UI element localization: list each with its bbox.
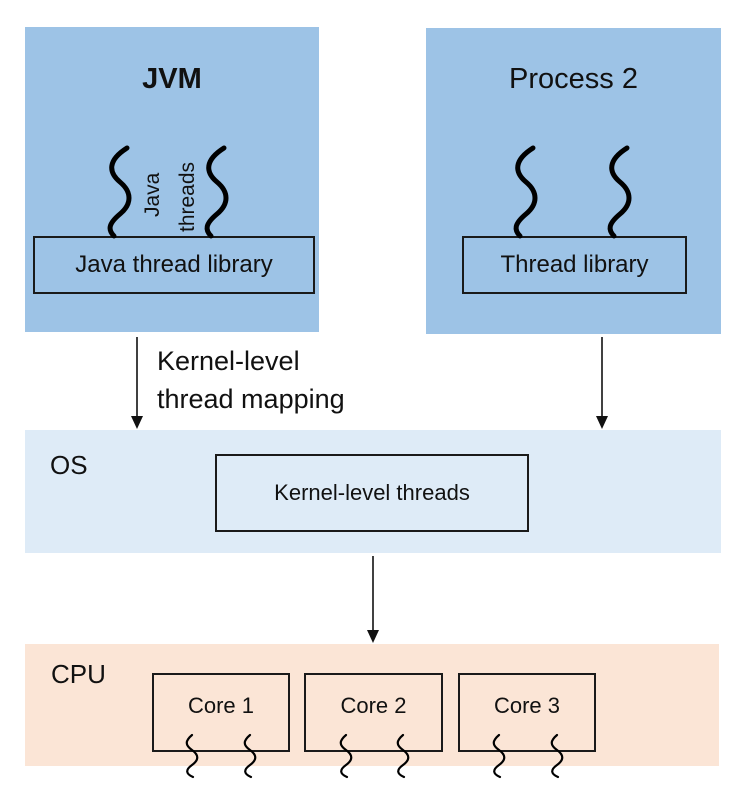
arrowhead-icon xyxy=(131,416,143,429)
kernel-threads-label: Kernel-level threads xyxy=(274,480,470,505)
kernel-mapping-label: Kernel-level thread mapping xyxy=(157,342,345,418)
core-2-label: Core 2 xyxy=(340,692,407,718)
kernel-threads-box: Kernel-level threads xyxy=(215,454,529,532)
thread-library-box: Thread library xyxy=(462,236,687,294)
process2-thread-1-icon xyxy=(513,145,538,239)
arrow-os-to-cpu xyxy=(367,556,379,643)
core-3-box: Core 3 xyxy=(458,673,596,752)
kernel-mapping-label-line1: Kernel-level xyxy=(157,346,300,376)
core-3-thread-2-icon xyxy=(550,733,564,779)
arrowhead-icon xyxy=(367,630,379,643)
core-1-label: Core 1 xyxy=(187,692,255,718)
cpu-label: CPU xyxy=(51,659,106,689)
core-3-thread-1-icon xyxy=(492,733,506,779)
core-2-thread-1-icon xyxy=(339,733,353,779)
jvm-thread-2-icon xyxy=(204,145,229,239)
core-3-label: Core 3 xyxy=(493,692,561,718)
thread-library-label: Thread library xyxy=(500,251,649,278)
process2-title: Process 2 xyxy=(509,63,638,95)
jvm-thread-1-icon xyxy=(107,145,132,239)
core-2-thread-2-icon xyxy=(396,733,410,779)
core-1-thread-1-icon xyxy=(185,733,199,779)
arrowhead-icon xyxy=(596,416,608,429)
core-2-box: Core 2 xyxy=(304,673,443,752)
core-1-thread-2-icon xyxy=(243,733,257,779)
jvm-box: JVM xyxy=(25,27,319,332)
cpu-layer: CPU xyxy=(25,644,719,766)
kernel-mapping-label-line2: thread mapping xyxy=(157,384,345,414)
os-label: OS xyxy=(50,450,88,480)
process2-thread-2-icon xyxy=(607,145,632,239)
jvm-title: JVM xyxy=(142,63,202,95)
os-layer: OS xyxy=(25,430,721,553)
process2-box: Process 2 xyxy=(426,28,721,334)
core-1-box: Core 1 xyxy=(152,673,290,752)
arrow-process2-to-os xyxy=(596,337,608,429)
arrow-jvm-to-os xyxy=(131,337,143,429)
java-thread-library-label: Java thread library xyxy=(75,251,273,278)
java-thread-library-box: Java thread library xyxy=(33,236,315,294)
